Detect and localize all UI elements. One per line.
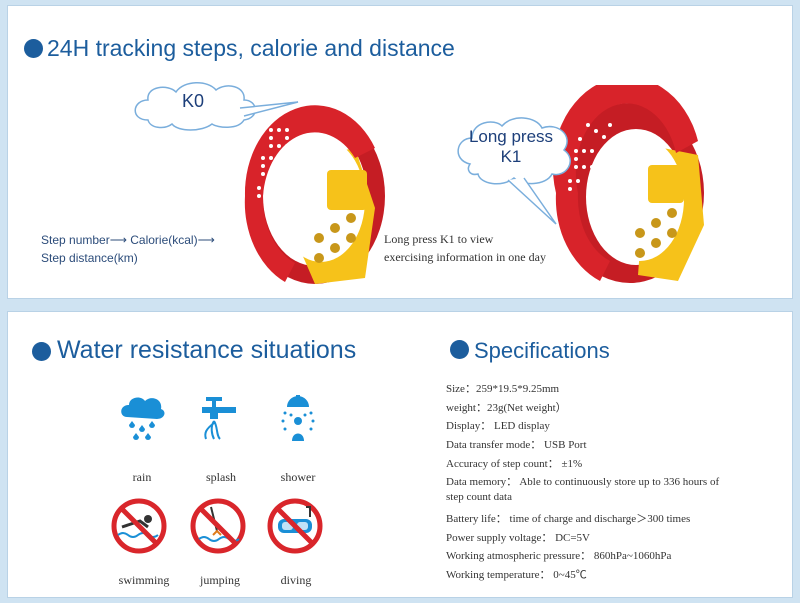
section-bullet bbox=[450, 340, 469, 359]
allowed-label-rain: rain bbox=[132, 470, 152, 484]
spec-line: Data transfer mode： USB Port bbox=[446, 439, 587, 451]
spec-line: Working atmospheric pressure： 860hPa~106… bbox=[446, 550, 672, 562]
specs-heading: Specifications bbox=[474, 338, 610, 363]
shower-icon bbox=[281, 395, 315, 441]
band-illustration-left bbox=[244, 105, 385, 284]
section-bullet bbox=[32, 342, 51, 361]
rain-cloud-icon bbox=[121, 397, 165, 440]
tracking-heading: 24H tracking steps, calorie and distance bbox=[47, 35, 455, 61]
cloud-k1-label-line2: K1 bbox=[500, 147, 522, 166]
right-caption-line1: Long press K1 to view bbox=[384, 232, 494, 246]
forbidden-label-diving: diving bbox=[280, 573, 312, 587]
left-caption-line1: Step number⟶ Calorie(kcal)⟶ bbox=[41, 233, 215, 247]
allowed-label-shower: shower bbox=[280, 470, 316, 484]
forbidden-label-jumping: jumping bbox=[199, 573, 240, 587]
section-bullet bbox=[24, 39, 43, 58]
no-swimming-icon bbox=[111, 498, 167, 554]
spec-line: Accuracy of step count： ±1% bbox=[446, 458, 583, 470]
no-diving-icon bbox=[267, 498, 323, 554]
no-jumping-icon bbox=[190, 498, 246, 554]
right-caption-line2: exercising information in one day bbox=[384, 250, 546, 264]
allowed-label-splash: splash bbox=[206, 470, 236, 484]
spec-line: Power supply voltage： DC=5V bbox=[446, 532, 590, 544]
spec-line: step count data bbox=[446, 491, 512, 503]
spec-line: Size：259*19.5*9.25mm bbox=[446, 383, 560, 395]
cloud-k1 bbox=[457, 117, 571, 225]
spec-line: Display： LED display bbox=[446, 420, 550, 432]
cloud-k0-label: K0 bbox=[181, 91, 205, 111]
faucet-splash-icon bbox=[202, 397, 236, 440]
spec-line: Battery life： time of charge and dischar… bbox=[446, 513, 691, 525]
spec-line: Data memory： Able to continuously store … bbox=[446, 476, 720, 488]
cloud-k0 bbox=[134, 82, 299, 131]
spec-line: weight：23g(Net weight） bbox=[446, 402, 567, 414]
water-heading: Water resistance situations bbox=[57, 336, 357, 364]
band-illustration-right bbox=[552, 85, 704, 283]
spec-line: Working temperature： 0~45℃ bbox=[446, 569, 587, 581]
left-caption-line2: Step distance(km) bbox=[41, 251, 138, 265]
forbidden-label-swimming: swimming bbox=[118, 573, 170, 587]
cloud-k1-label-line1: Long press bbox=[468, 127, 554, 146]
